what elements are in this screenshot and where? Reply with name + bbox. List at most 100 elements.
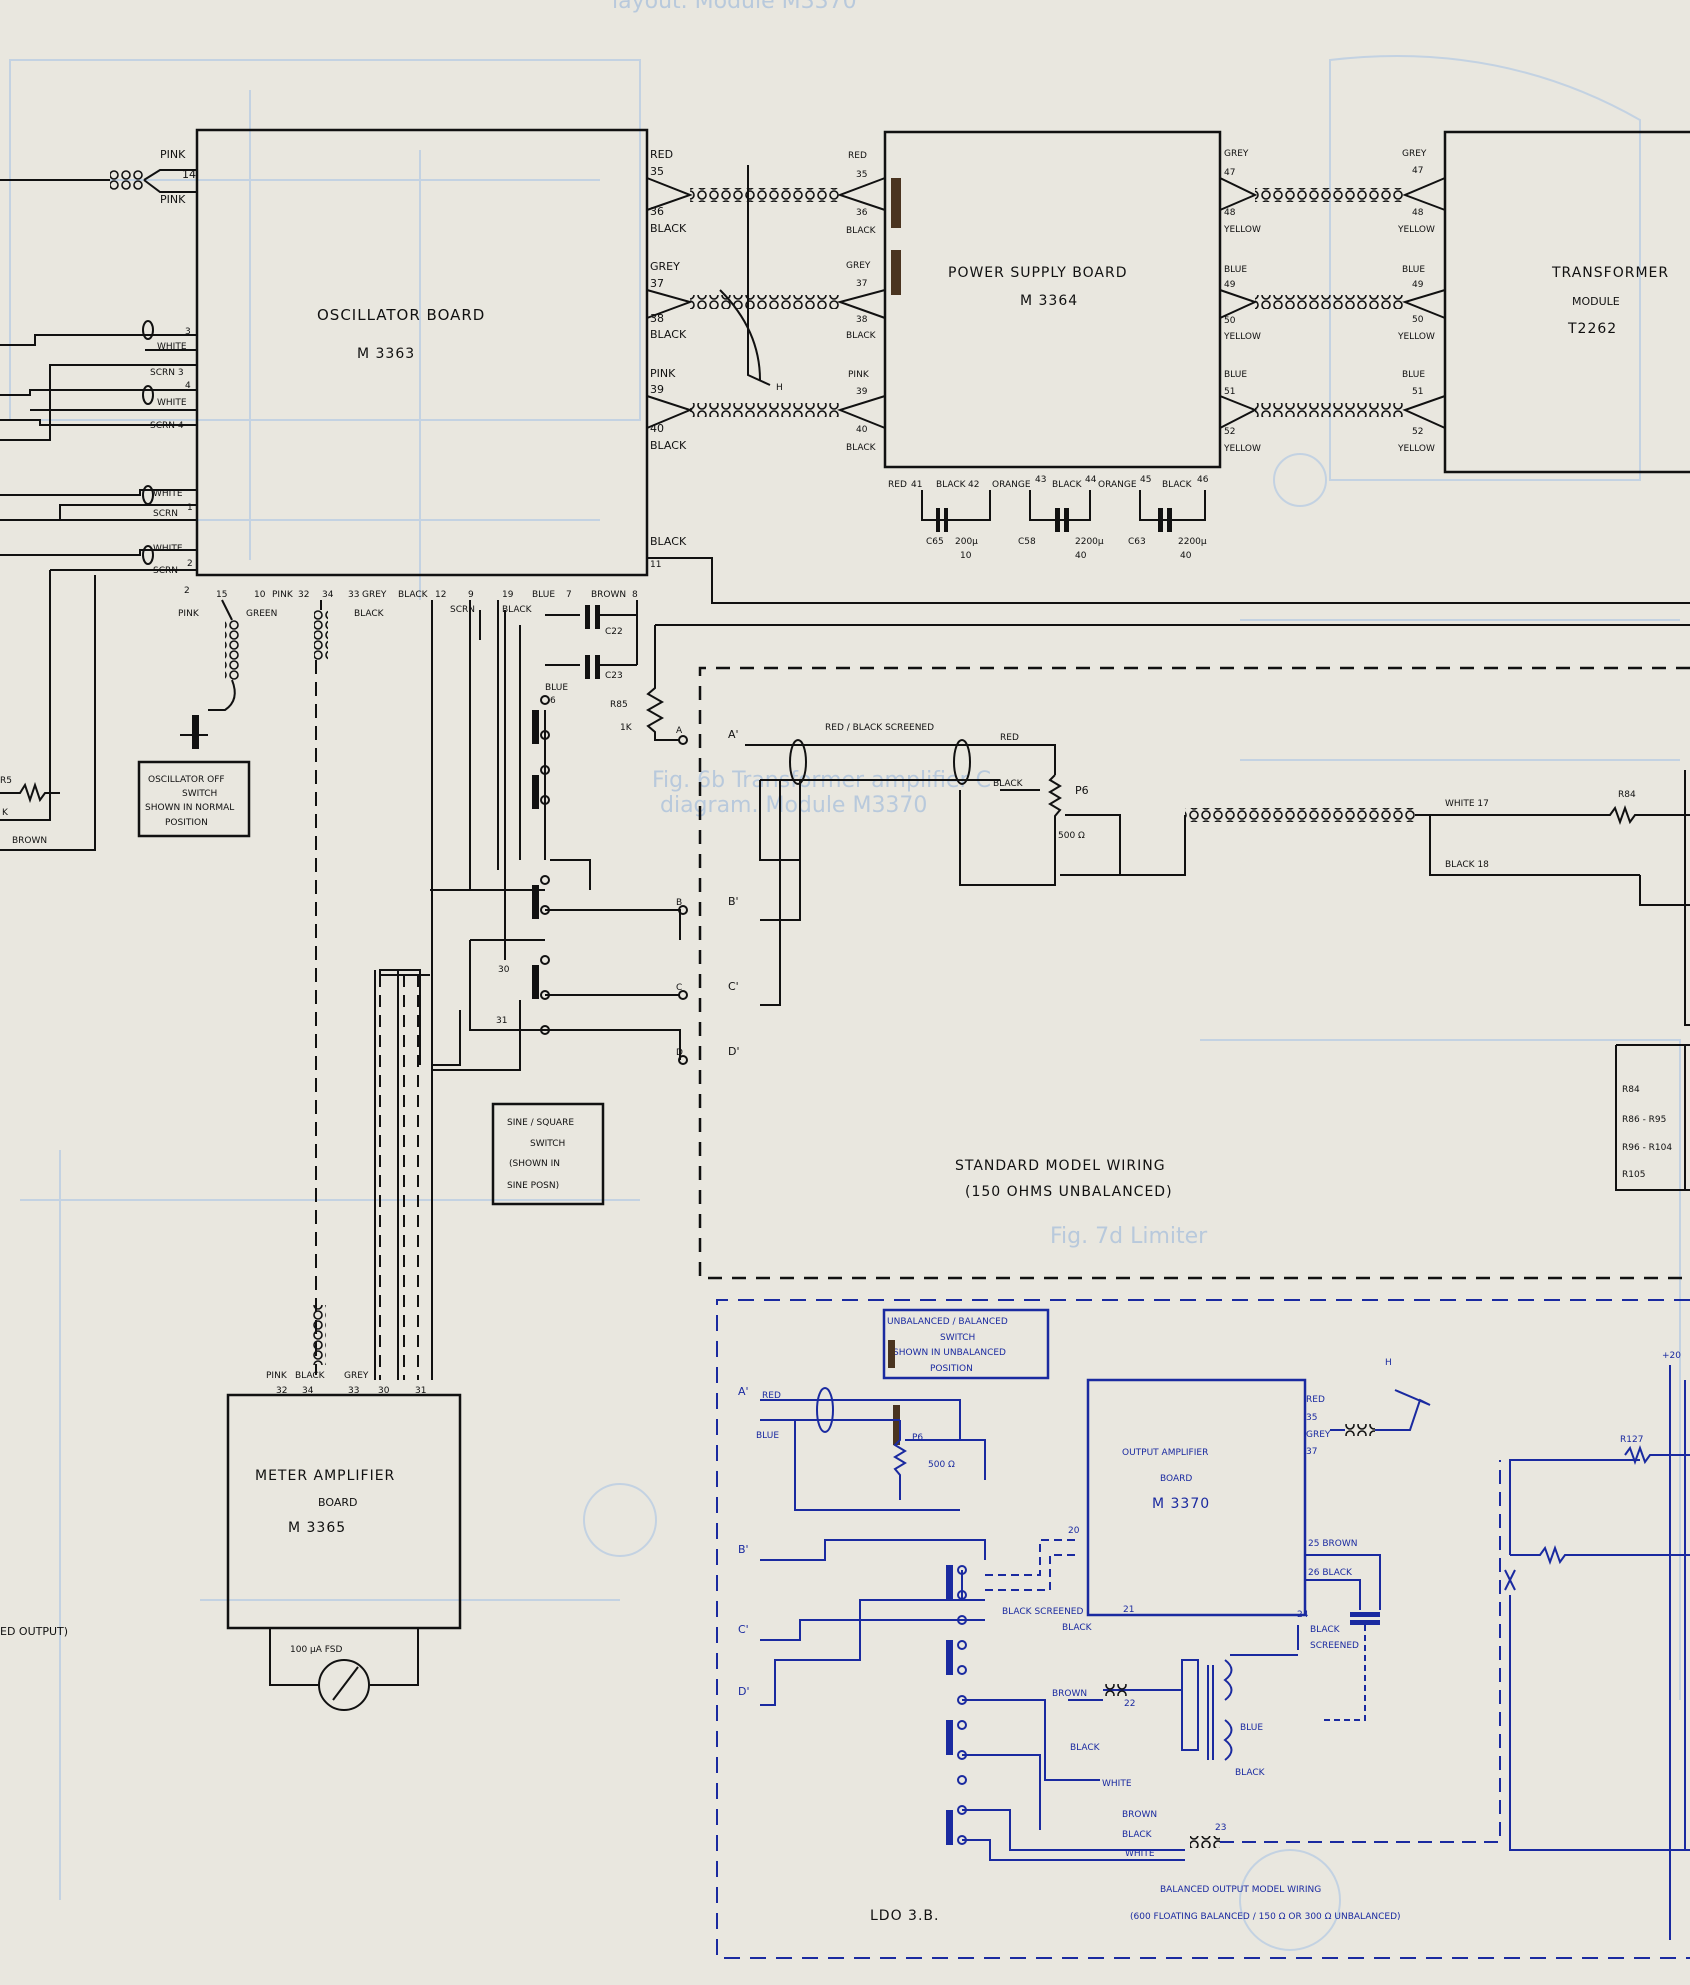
- osc-bpin-9: 9: [468, 590, 474, 600]
- sine-pin-6: 6: [550, 696, 556, 706]
- oscillator-board-title: OSCILLATOR BOARD: [317, 306, 485, 324]
- pin-label-14: 14: [182, 168, 196, 181]
- psu-pin-red: RED: [848, 151, 867, 161]
- psu-pin-pink: PINK: [848, 370, 870, 380]
- xfmr-pin-yellow-2: YELLOW: [1397, 332, 1435, 342]
- cap-c63-value: 2200µ: [1178, 537, 1207, 547]
- bal-black-screened: BLACK SCREENED: [1002, 1607, 1083, 1617]
- left-ed-output: ED OUTPUT): [0, 1625, 68, 1638]
- meter-pin-pink: PINK: [266, 1371, 288, 1381]
- psu-pin-49: 49: [1224, 280, 1236, 290]
- psu-pin-37: 37: [856, 279, 867, 289]
- psu-right-pins: GREY 47 48 YELLOW BLUE 49 50 YELLOW BLUE…: [1223, 149, 1261, 454]
- pin-label-white-2: WHITE: [157, 398, 187, 408]
- balanced-wiring-subtitle: (600 FLOATING BALANCED / 150 Ω OR 300 Ω …: [1130, 1912, 1401, 1922]
- oscillator-right-pins: RED 35 36 BLACK GREY 37 38 BLACK PINK 39…: [650, 148, 687, 570]
- pin-label-scrn-4: SCRN 4: [150, 421, 184, 431]
- osc-blabel-black: BLACK: [354, 609, 385, 619]
- psu-pin-blue: BLUE: [1224, 265, 1247, 275]
- bal-r127: R127: [1620, 1435, 1643, 1445]
- oab-35: 35: [1306, 1413, 1317, 1423]
- standard-wiring-title: STANDARD MODEL WIRING: [955, 1158, 1166, 1174]
- psu-bpin-46: 46: [1197, 475, 1209, 485]
- psu-bpin-orange: ORANGE: [992, 480, 1031, 490]
- terminal-c: C: [676, 983, 682, 993]
- pin-label-11: 11: [650, 560, 661, 570]
- background-fig-7d: Fig. 7d Limiter: [1050, 1224, 1208, 1249]
- osc-bpin-grey: GREY: [362, 590, 387, 600]
- std-r84: R84: [1618, 790, 1636, 800]
- h-label: H: [776, 383, 783, 393]
- sine-pin-31: 31: [496, 1016, 507, 1026]
- sine-line1: SINE / SQUARE: [507, 1118, 574, 1128]
- oscillator-board-model: M 3363: [357, 346, 415, 362]
- pin-label-2: 2: [187, 559, 193, 569]
- bal-d-prime: D': [738, 1685, 750, 1698]
- xfmr-pin-blue-2: BLUE: [1402, 370, 1425, 380]
- sine-line4: SINE POSN): [507, 1181, 559, 1191]
- psu-pin-51: 51: [1224, 387, 1235, 397]
- bal-blue: BLUE: [756, 1431, 779, 1441]
- pin-label-pink: PINK: [650, 367, 676, 380]
- output-board-line2: BOARD: [1160, 1474, 1192, 1484]
- pin-label-4: 4: [185, 381, 191, 391]
- left-k: K: [2, 808, 9, 818]
- bal-pin-23: 23: [1215, 1823, 1226, 1833]
- psu-pin-yellow-2: YELLOW: [1223, 332, 1261, 342]
- psu-pin-36: 36: [856, 208, 868, 218]
- std-red: RED: [1000, 733, 1019, 743]
- oscillator-bottom-pins: 2 15 10 PINK 32 34 33 GREY BLACK 12 9 19…: [178, 586, 638, 619]
- bal-c-prime: C': [738, 1623, 749, 1636]
- std-black: BLACK: [993, 779, 1024, 789]
- sine-line2: SWITCH: [530, 1139, 565, 1149]
- cap-c63: C63: [1128, 537, 1146, 547]
- bal-blue-2: BLUE: [1240, 1723, 1263, 1733]
- pin-label-grey: GREY: [650, 260, 680, 273]
- bal-black-26: 26 BLACK: [1308, 1568, 1353, 1578]
- oscillator-left-pins: PINK 14 PINK 3 WHITE SCRN 3 4 WHITE SCRN…: [0, 148, 197, 821]
- osc-bpin-black: BLACK: [398, 590, 429, 600]
- psu-bottom-pins: RED 41 BLACK 42 ORANGE 43 BLACK 44 ORANG…: [888, 475, 1209, 561]
- bal-brown-25: 25 BROWN: [1308, 1539, 1357, 1549]
- meter-amplifier-board: METER AMPLIFIER BOARD M 3365 PINK 32 BLA…: [226, 1371, 462, 1711]
- std-p6: P6: [1075, 784, 1089, 797]
- xfmr-pin-blue: BLUE: [1402, 265, 1425, 275]
- sine-blue: BLUE: [545, 683, 568, 693]
- black-bus-wires: [647, 557, 1690, 626]
- xfmr-pin-grey: GREY: [1402, 149, 1427, 159]
- psu-bpin-45: 45: [1140, 475, 1151, 485]
- resistor-table-r96-r104: R96 - R104: [1622, 1143, 1672, 1153]
- sine-line3: (SHOWN IN: [509, 1159, 560, 1169]
- pin-label-white-3: WHITE: [153, 489, 183, 499]
- bal-p6: P6: [912, 1433, 923, 1443]
- xfmr-pin-47: 47: [1412, 166, 1423, 176]
- twisted-pairs-osc-psu: H: [646, 165, 886, 429]
- psu-bpin-black-3: BLACK: [1162, 480, 1193, 490]
- transformer-title: TRANSFORMER: [1551, 265, 1669, 281]
- osc-bpin-15: 15: [216, 590, 227, 600]
- psu-pin-yellow: YELLOW: [1223, 225, 1261, 235]
- psu-bpin-black-2: BLACK: [1052, 480, 1083, 490]
- osc-bpin-pink: PINK: [272, 590, 294, 600]
- bal-b-prime: B': [738, 1543, 749, 1556]
- psu-left-pins: RED 35 36 BLACK GREY 37 38 BLACK PINK 39…: [846, 151, 877, 453]
- pin-label-35: 35: [650, 165, 664, 178]
- cap-c65-voltage: 10: [960, 551, 972, 561]
- transformer-model: T2262: [1567, 321, 1617, 337]
- osc-bpin-7: 7: [566, 590, 572, 600]
- psu-pin-yellow-3: YELLOW: [1223, 444, 1261, 454]
- osc-bpin-33: 33: [348, 590, 359, 600]
- osc-blabel-scrn: SCRN: [450, 605, 475, 615]
- psu-pin-grey: GREY: [846, 261, 871, 271]
- osc-blabel-green: GREEN: [246, 609, 277, 619]
- bal-switch-line4: POSITION: [930, 1364, 973, 1374]
- bal-plus20: +20: [1662, 1351, 1681, 1361]
- standard-wiring-box: A' B' C' D' RED / BLACK SCREENED RED BLA…: [698, 666, 1690, 1280]
- meter-dial-icon: [318, 1659, 370, 1711]
- twisted-pairs-psu-xfmr: [1219, 177, 1446, 429]
- xfmr-pin-yellow: YELLOW: [1397, 225, 1435, 235]
- bal-pin-22: 22: [1124, 1699, 1135, 1709]
- psu-pin-black: BLACK: [846, 226, 877, 236]
- xfmr-pin-yellow-3: YELLOW: [1397, 444, 1435, 454]
